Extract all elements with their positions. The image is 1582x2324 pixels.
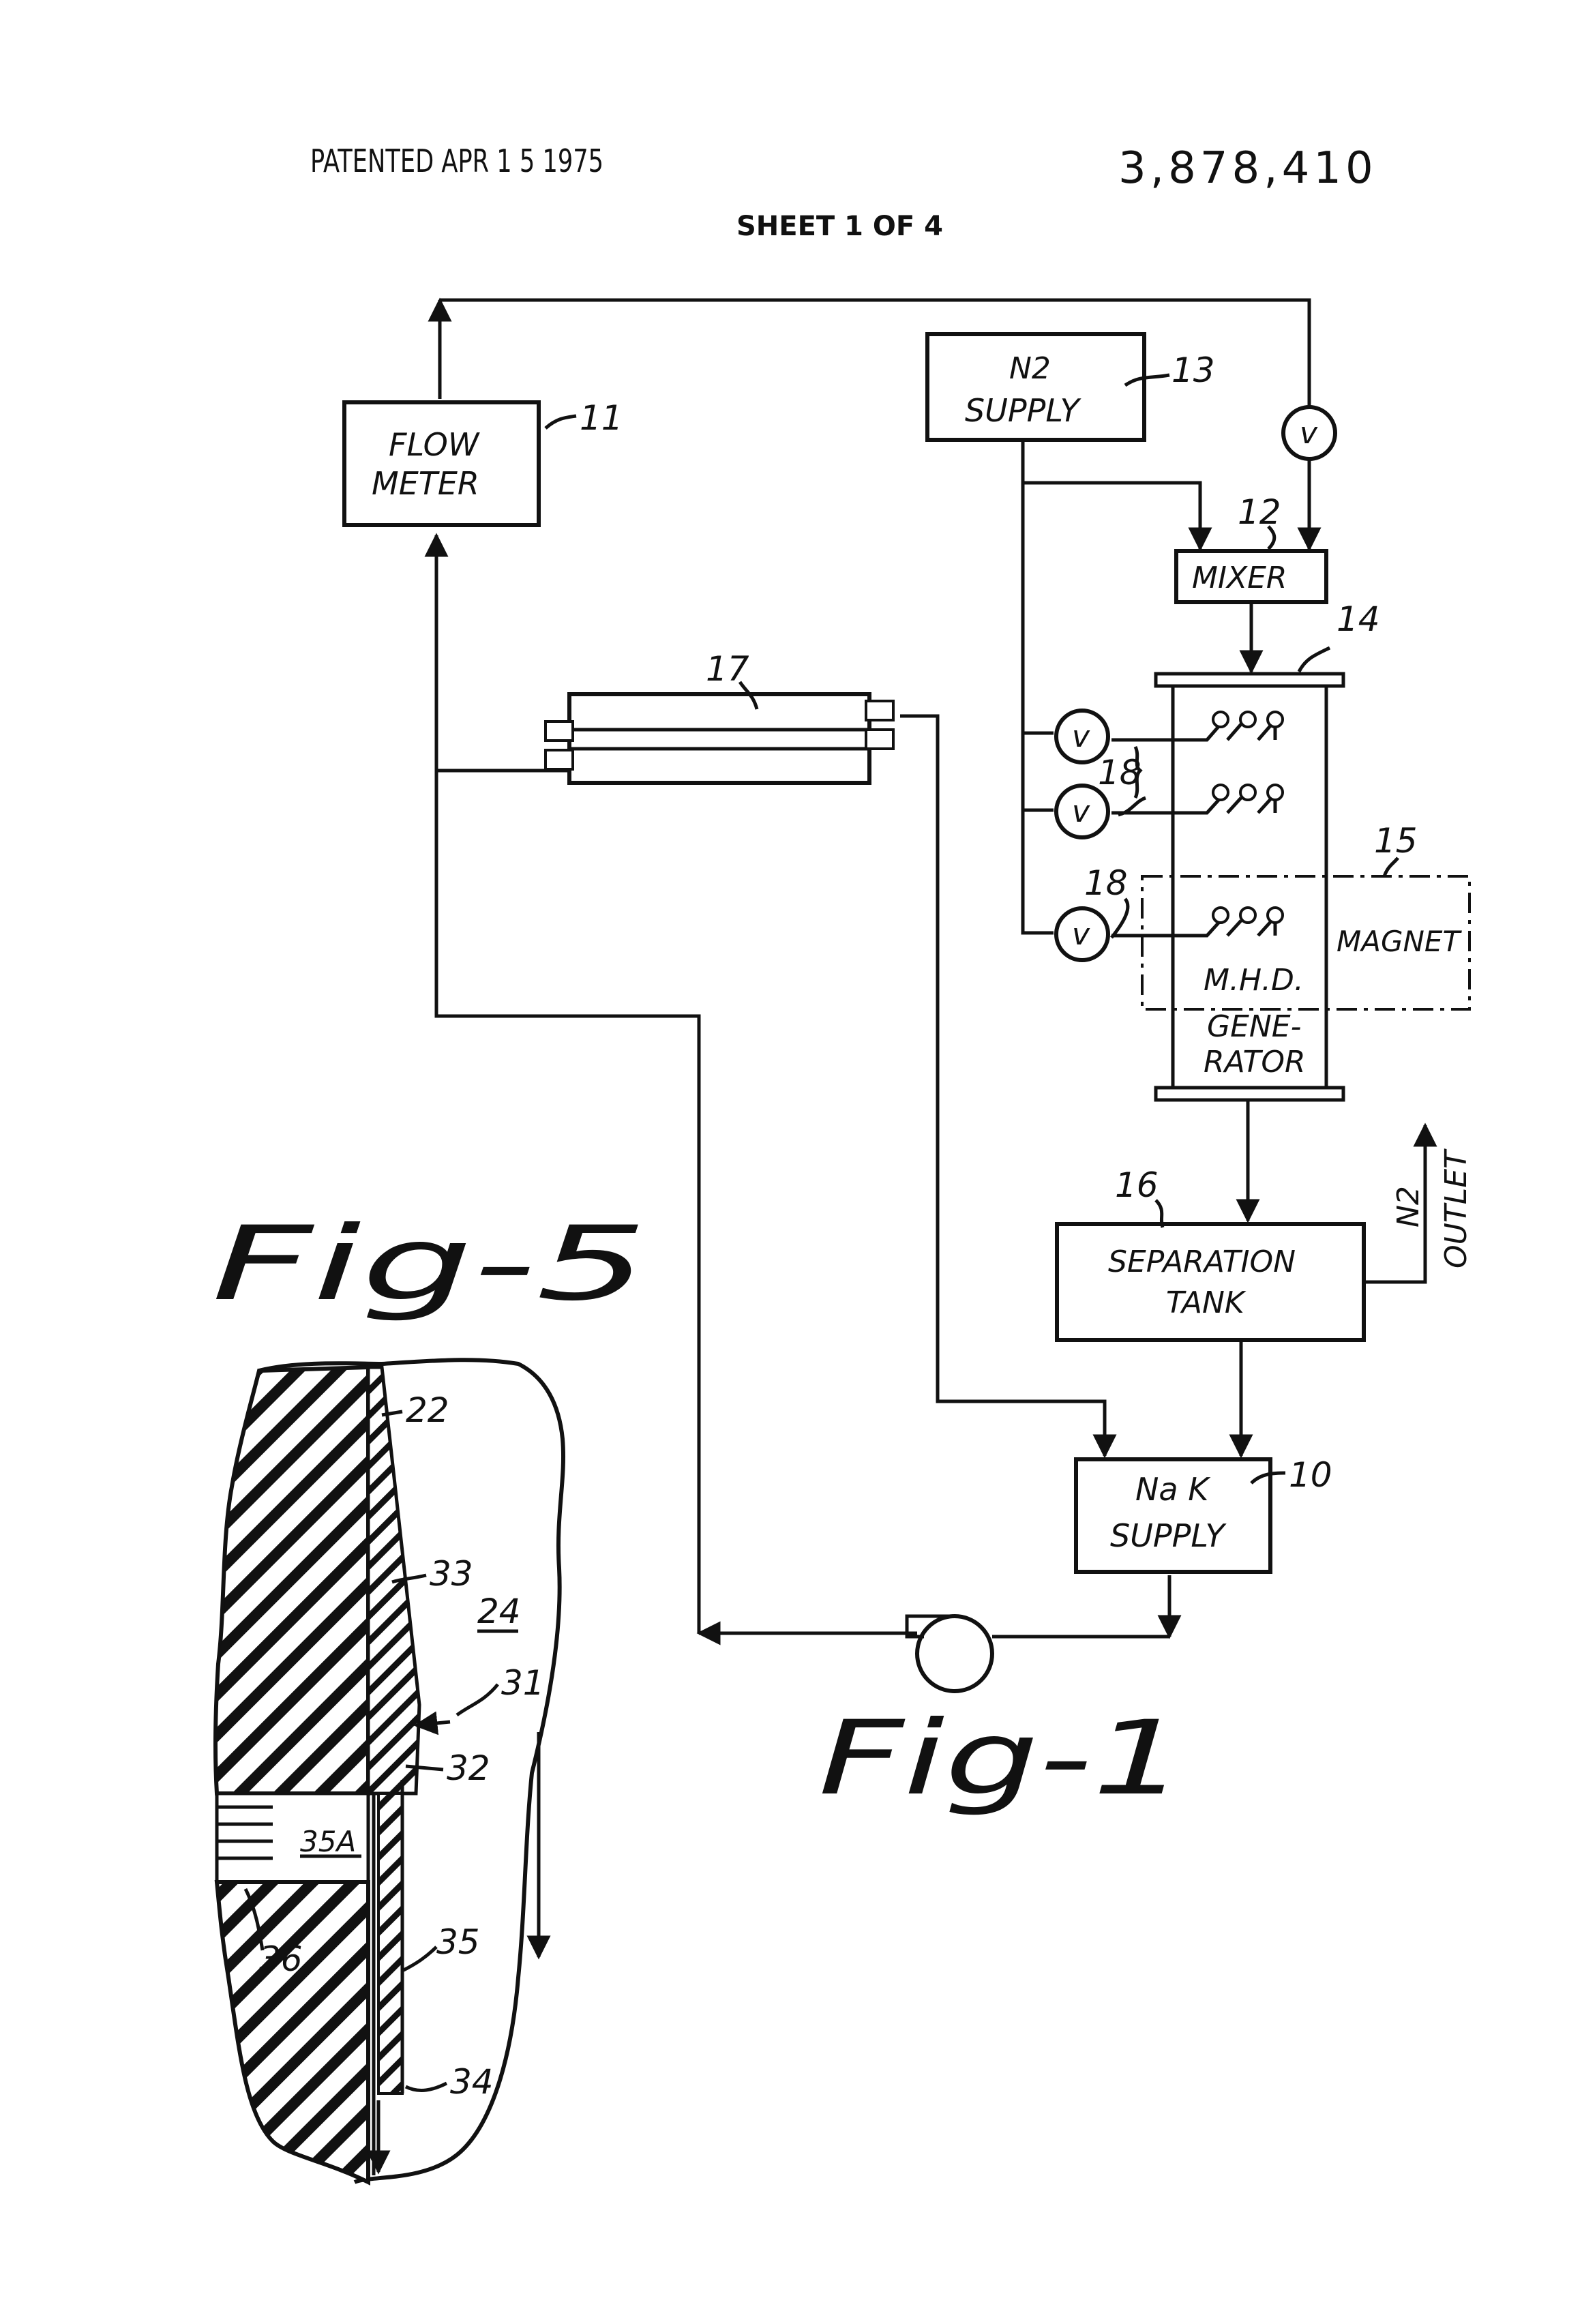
mhd-label-1: M.H.D. (1204, 963, 1304, 998)
nak-supply-label-1: Na K (1135, 1471, 1211, 1508)
sheet-label: SHEET 1 OF 4 (736, 211, 943, 242)
valve-3: v (1056, 908, 1108, 960)
magnet-ref: 15 (1374, 821, 1418, 861)
mixer-label: MIXER (1192, 561, 1287, 595)
magnet-label: MAGNET (1337, 925, 1462, 958)
separation-tank-block: SEPARATION TANK 16 (1057, 1165, 1364, 1340)
valve-2: v (1056, 786, 1108, 837)
valve-3-symbol: v (1072, 917, 1090, 952)
n2-outlet-label-2: OUTLET (1439, 1148, 1474, 1268)
ref-31: 31 (501, 1663, 545, 1703)
mhd-generator: 14 M.H.D. (1156, 599, 1380, 1100)
body-36 (217, 1882, 368, 2182)
electrode-row-2 (1173, 785, 1283, 813)
n2-supply-label-2: SUPPLY (965, 392, 1082, 429)
body-22 (215, 1367, 368, 1793)
electrode-row-1 (1173, 712, 1283, 740)
nak-supply-block: Na K SUPPLY 10 (1076, 1455, 1332, 1572)
valve-1-symbol: v (1072, 719, 1090, 754)
heat-exchanger: 17 (546, 649, 893, 783)
ref-34: 34 (450, 2062, 494, 2102)
pump (907, 1616, 992, 1691)
n2-supply-ref: 13 (1171, 351, 1215, 390)
flow-meter-label-1: FLOW (389, 426, 480, 463)
n2-outlet: N2 OUTLET (1391, 1148, 1474, 1268)
valve-2-symbol: v (1072, 794, 1090, 829)
ref-36: 36 (259, 1939, 303, 1979)
n2-supply-block: N2 SUPPLY 13 (927, 334, 1215, 440)
nak-supply-ref: 10 (1289, 1455, 1332, 1495)
tube-35 (378, 1793, 402, 2094)
mhd-label-2: GENE- (1207, 1009, 1302, 1044)
valve-ref-label: 18 (1084, 863, 1128, 903)
n2-supply-label-1: N2 (1009, 351, 1051, 386)
fig5-section-view (215, 1360, 563, 2182)
mixer-ref: 12 (1238, 492, 1281, 532)
mhd-label-3: RATOR (1204, 1045, 1306, 1079)
fig5-caption: Fig-5 (211, 1205, 648, 1324)
ref-35: 35 (436, 1922, 480, 1962)
top-valve-symbol: v (1300, 416, 1318, 451)
ref-24: 24 (477, 1592, 521, 1631)
flow-meter-block: FLOW METER 11 (344, 398, 623, 525)
ref-33: 33 (430, 1554, 473, 1594)
heat-exchanger-ref: 17 (706, 649, 749, 689)
generator-ref: 14 (1337, 599, 1380, 639)
separation-tank-label-2: TANK (1166, 1285, 1247, 1320)
separation-tank-label-1: SEPARATION (1108, 1245, 1296, 1279)
top-valve: v (1283, 407, 1335, 459)
n2-outlet-label-1: N2 (1391, 1186, 1426, 1227)
ref-35a: 35A (300, 1825, 356, 1858)
valve-group-ref-label: 18 (1098, 753, 1141, 792)
magnet-outline: MAGNET 15 (1142, 821, 1469, 1009)
ref-32: 32 (447, 1748, 490, 1788)
flow-meter-label-2: METER (372, 465, 479, 502)
nak-supply-label-2: SUPPLY (1110, 1517, 1227, 1554)
patent-number: 3,878,410 (1118, 143, 1377, 194)
patented-date: PATENTED APR 1 5 1975 (310, 143, 603, 179)
ref-22: 22 (406, 1390, 449, 1430)
separation-tank-ref: 16 (1115, 1165, 1159, 1205)
fig1-caption: Fig-1 (818, 1699, 1186, 1818)
flow-meter-ref: 11 (580, 398, 623, 438)
electrode-row-3 (1173, 908, 1283, 936)
